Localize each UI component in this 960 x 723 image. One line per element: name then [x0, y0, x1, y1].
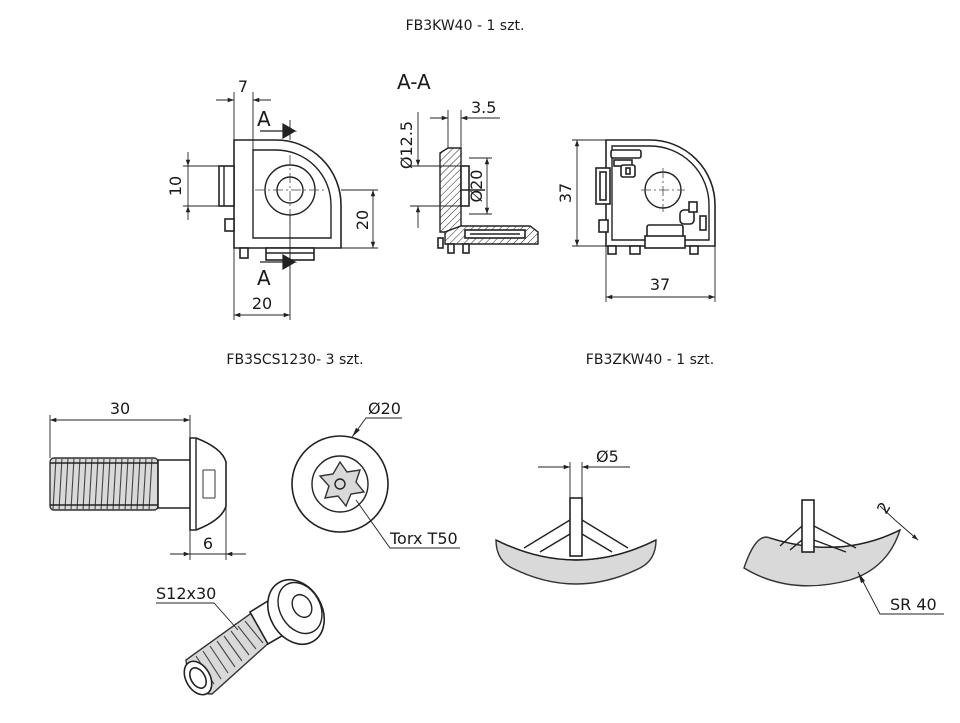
dim-height: 37 — [556, 183, 575, 203]
section-mark-bottom: A — [257, 266, 271, 290]
corner-front-view — [218, 139, 342, 261]
drive-label: Torx T50 — [389, 529, 458, 548]
dim-outer-diameter: Ø12.5 — [397, 121, 416, 169]
dim-thickness: 3.5 — [471, 98, 496, 117]
dim-head-diameter: Ø20 — [368, 399, 401, 418]
cap-isometric-view: 2 SR 40 — [743, 499, 944, 615]
dim-pin: Ø5 — [596, 447, 619, 466]
screw-isometric-view: S12x30 — [156, 579, 326, 696]
thread-label: S12x30 — [156, 584, 216, 603]
cap-front-view: Ø5 — [495, 447, 657, 585]
corner-section-view: A-A 3.5 Ø12.5 Ø20 — [397, 70, 539, 254]
dim-top: 7 — [238, 77, 248, 96]
dim-bottom: 20 — [252, 294, 272, 313]
dim-head: 6 — [203, 534, 213, 553]
dim-width: 37 — [650, 275, 670, 294]
dim-right: 20 — [353, 210, 372, 230]
section-title: A-A — [397, 70, 431, 94]
caption-screw: FB3SCS1230- 3 szt. — [226, 352, 364, 368]
corner-front-dimensions: 7 10 20 20 A A — [166, 77, 378, 320]
dim-length: 30 — [110, 399, 130, 418]
screw-end-view: Ø20 Torx T50 — [291, 399, 460, 549]
dim-radius: SR 40 — [890, 595, 937, 614]
dim-inner-diameter: Ø20 — [467, 170, 486, 203]
dim-thickness-cap: 2 — [873, 499, 895, 517]
screw-side-view: 30 6 — [49, 399, 246, 560]
caption-corner: FB3KW40 - 1 szt. — [405, 18, 525, 34]
section-mark-top: A — [257, 107, 271, 131]
caption-cap: FB3ZKW40 - 1 szt. — [585, 352, 715, 368]
corner-back-view: 37 37 — [556, 139, 716, 302]
dim-left: 10 — [166, 176, 185, 196]
